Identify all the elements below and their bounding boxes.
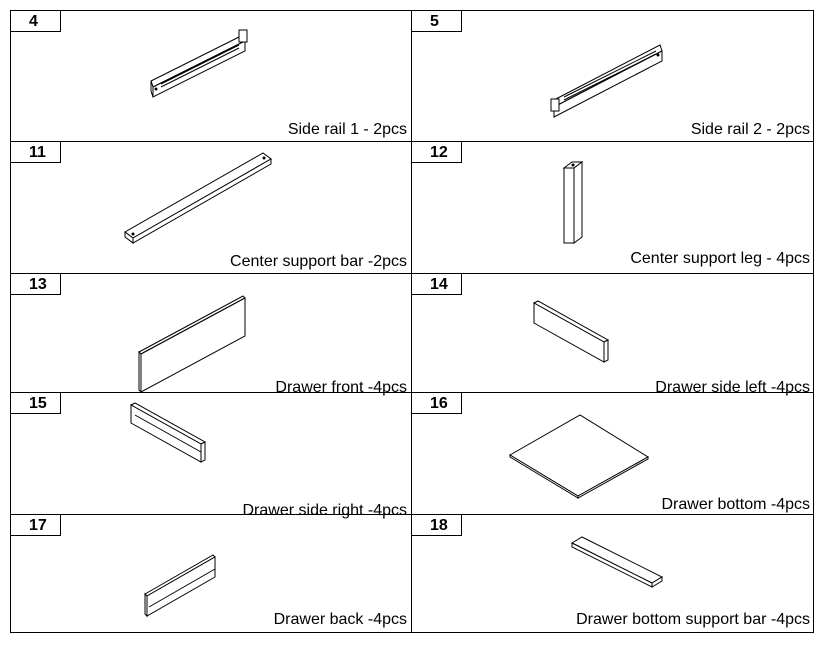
part-cell-15: 15 Drawer side right -4pcs [11,393,411,519]
part-number: 5 [412,11,462,32]
drawer-back-drawing [144,554,216,618]
part-label: Drawer side left -4pcs [655,379,810,396]
drawer-bottom-drawing [509,414,649,499]
drawer-front-drawing [138,295,246,392]
part-number: 11 [11,142,61,163]
part-cell-18: 18 Drawer bottom support bar -4pcs [412,515,814,633]
part-label: Side rail 2 - 2pcs [690,121,810,138]
part-label: Drawer bottom support bar -4pcs [576,611,810,628]
part-number: 4 [11,11,61,32]
part-cell-5: 5 Side rail 2 - 2pcs [412,11,814,141]
part-number: 12 [412,142,462,163]
part-cell-17: 17 Drawer back -4pcs [11,515,411,633]
part-cell-4: 4 Side rail 1 - 2pcs [11,11,411,141]
part-cell-12: 12 Center support leg - 4pcs [412,142,814,273]
part-number: 18 [412,515,462,536]
part-label: Center support bar -2pcs [230,253,407,270]
part-label: Drawer side right -4pcs [242,502,408,519]
part-number: 16 [412,393,462,414]
part-label: Drawer back -4pcs [273,611,407,628]
part-cell-16: 16 Drawer bottom -4pcs [412,393,814,514]
part-label: Drawer front -4pcs [275,379,407,396]
center-support-leg-drawing [562,161,584,244]
side-rail-1-drawing [150,29,248,98]
row-divider [11,141,813,142]
part-number: 17 [11,515,61,536]
part-label: Center support leg - 4pcs [630,250,810,267]
drawer-side-right-drawing [129,402,207,463]
center-support-bar-drawing [124,152,272,244]
row-divider [11,392,813,393]
part-number: 14 [412,274,462,295]
drawer-bottom-support-bar-drawing [570,536,664,588]
row-divider [11,273,813,274]
part-cell-13: 13 Drawer front -4pcs [11,274,411,396]
part-number: 15 [11,393,61,414]
part-number: 13 [11,274,61,295]
row-divider [11,514,813,515]
part-label: Side rail 1 - 2pcs [287,121,407,138]
side-rail-2-drawing [550,44,663,118]
part-cell-11: 11 Center support bar -2pcs [11,142,411,273]
part-label: Drawer bottom -4pcs [661,496,811,513]
part-cell-14: 14 Drawer side left -4pcs [412,274,814,396]
column-divider [411,11,412,632]
parts-grid: 4 Side rail 1 - 2pcs 5 Side rail 2 - 2pc… [10,10,814,633]
drawer-side-left-drawing [532,300,610,363]
